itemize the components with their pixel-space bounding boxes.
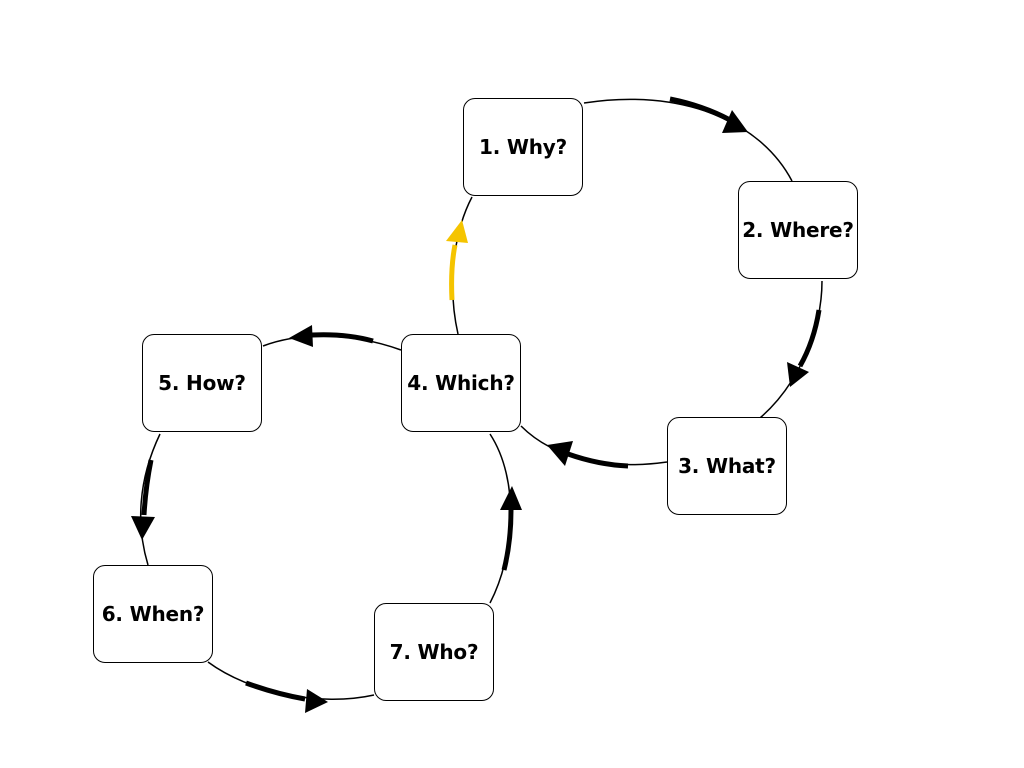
connector-who-which — [489, 433, 512, 604]
step-why-label: 1. Why? — [478, 135, 567, 159]
arrowhead-why-to-where — [722, 110, 748, 133]
step-where-label: 2. Where? — [742, 218, 854, 242]
step-when-node: 6. When? — [93, 565, 213, 663]
step-who-label: 7. Who? — [389, 640, 479, 664]
step-which-node: 4. Which? — [401, 334, 521, 432]
arrow-which-to-why — [449, 244, 458, 301]
connector-where-what — [759, 280, 823, 419]
step-why-node: 1. Why? — [463, 98, 583, 196]
arrowhead-which-to-why — [446, 220, 468, 243]
step-where-node: 2. Where? — [738, 181, 858, 279]
arrow-where-to-what — [797, 309, 822, 368]
step-what-node: 3. What? — [667, 417, 787, 515]
step-how-node: 5. How? — [142, 334, 262, 432]
arrowhead-which-to-how — [289, 325, 313, 347]
arrow-what-to-which — [567, 451, 629, 469]
step-what-label: 3. What? — [678, 454, 776, 478]
arrow-when-to-who — [245, 680, 306, 702]
arrow-how-to-when — [141, 459, 154, 516]
connector-what-which — [520, 425, 668, 466]
arrowhead-when-to-who — [305, 689, 328, 713]
arrow-which-to-how — [311, 332, 374, 344]
arrow-why-to-where — [669, 96, 732, 123]
arrow-who-to-which — [501, 509, 514, 571]
connector-why-where — [583, 98, 793, 182]
step-how-label: 5. How? — [158, 371, 246, 395]
arrowhead-how-to-when — [131, 516, 155, 540]
arrowhead-what-to-which — [547, 441, 573, 466]
step-who-node: 7. Who? — [374, 603, 494, 701]
connector-which-why — [451, 196, 473, 335]
step-which-label: 4. Which? — [407, 371, 515, 395]
arrowhead-who-to-which — [500, 486, 522, 510]
arrowhead-where-to-what — [787, 362, 809, 387]
connector-how-when — [139, 433, 161, 566]
connector-which-how — [262, 335, 402, 351]
step-when-label: 6. When? — [101, 602, 205, 626]
